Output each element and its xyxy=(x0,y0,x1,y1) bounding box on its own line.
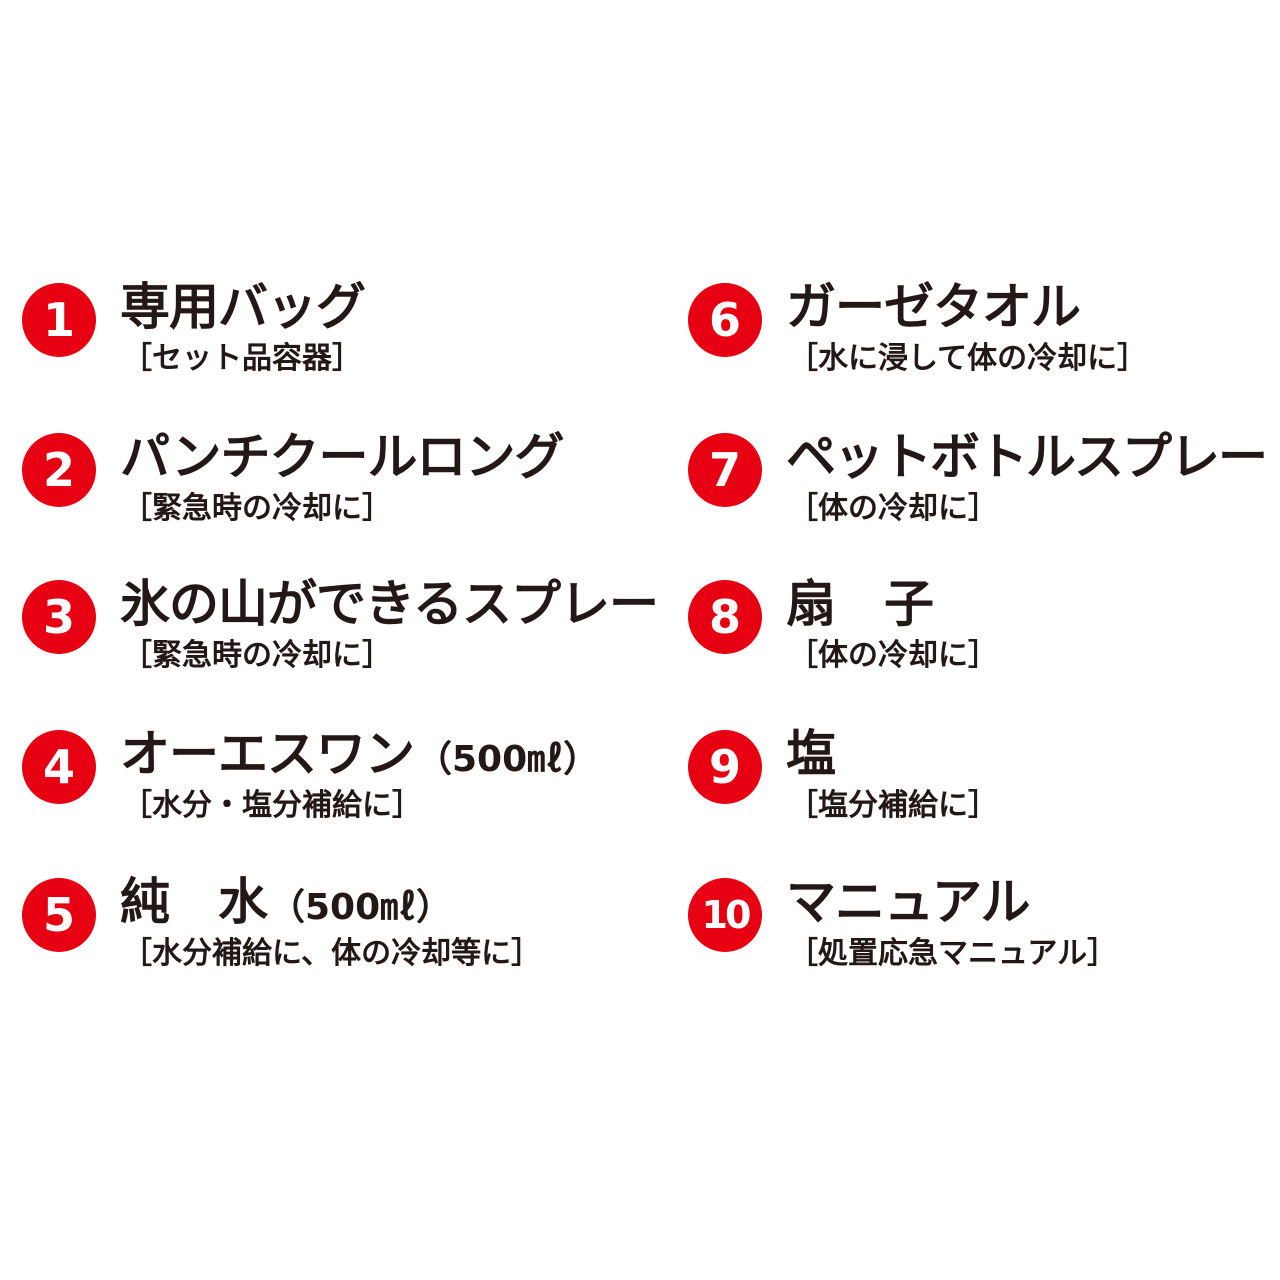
item-title: オーエスワン（500㎖） xyxy=(120,725,600,783)
item-title: 純 水（500㎖） xyxy=(120,873,453,931)
item-title: 氷の山ができるスプレー xyxy=(120,575,659,633)
item-title: パンチクールロング xyxy=(120,428,564,486)
number-badge: 4 xyxy=(22,730,96,804)
number-badge: 5 xyxy=(22,878,96,952)
item-description: ［塩分補給に］ xyxy=(788,788,998,823)
number-badge: 1 xyxy=(22,283,96,357)
item-title: 塩 xyxy=(786,725,836,783)
item-title: 扇 子 xyxy=(786,575,934,633)
item-title: ペットボトルスプレー xyxy=(786,428,1268,486)
number-badge: 10 xyxy=(688,878,762,952)
item-description: ［体の冷却に］ xyxy=(788,638,998,673)
item-description: ［緊急時の冷却に］ xyxy=(122,491,392,526)
number-badge: 6 xyxy=(688,283,762,357)
item-title: マニュアル xyxy=(786,873,1030,931)
item-title: ガーゼタオル xyxy=(786,278,1081,336)
number-badge: 8 xyxy=(688,580,762,654)
item-description: ［水に浸して体の冷却に］ xyxy=(788,341,1148,376)
item-description: ［処置応急マニュアル］ xyxy=(788,936,1118,971)
number-badge: 7 xyxy=(688,433,762,507)
item-title: 専用バッグ xyxy=(120,278,366,336)
item-description: ［緊急時の冷却に］ xyxy=(122,638,392,673)
number-badge: 2 xyxy=(22,433,96,507)
number-badge: 3 xyxy=(22,580,96,654)
item-description: ［水分・塩分補給に］ xyxy=(122,788,422,823)
number-badge: 9 xyxy=(688,730,762,804)
item-description: ［水分補給に、体の冷却等に］ xyxy=(122,936,542,971)
item-description: ［体の冷却に］ xyxy=(788,491,998,526)
item-description: ［セット品容器］ xyxy=(122,341,362,376)
